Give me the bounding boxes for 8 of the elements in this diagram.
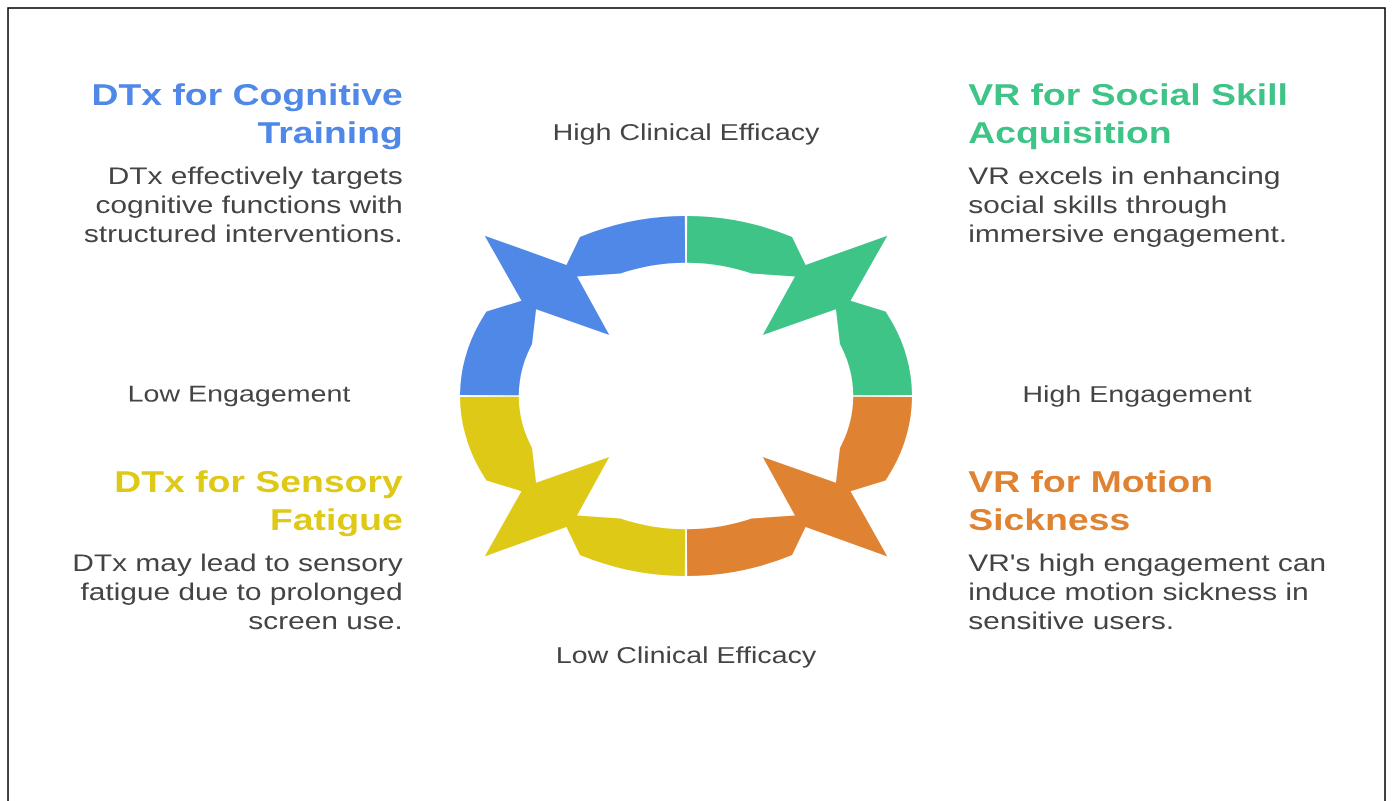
quadrant-text: DTx for Cognitive Training DTx effectively targets cognitive functions with structured interventions. [84,83,402,243]
axis-label: Low Clinical Efficacy [558,646,817,668]
axis-label: High Engagement [1024,385,1252,407]
axis-label: Low Engagement [129,385,351,407]
quadrant-text: VR for Motion Sickness VR's high engagement can induce motion sickness in sensitive users. [968,470,1325,630]
axis-label: High Clinical Efficacy [554,123,820,145]
quadrant-text: DTx for Sensory Fatigue DTx may lead to sensory fatigue due to prolonged screen use. [74,470,403,630]
quadrant-text: VR for Social Skill Acquisition VR excels in enhancing social skills through immersive engagement. [968,83,1286,247]
